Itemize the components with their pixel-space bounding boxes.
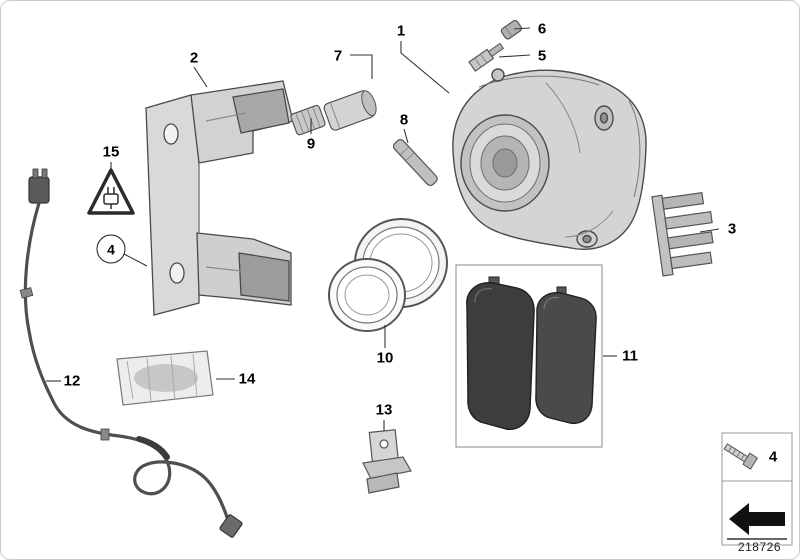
callout-4-circled[interactable]: 4 — [96, 234, 126, 264]
fastener-ref-box[interactable] — [721, 432, 793, 482]
warning-triangle-icon — [87, 168, 135, 215]
part-brake-caliper[interactable] — [452, 68, 647, 250]
direction-arrow-icon — [729, 503, 785, 535]
callout-14[interactable]: 14 — [238, 370, 256, 388]
callout-7[interactable]: 7 — [333, 47, 343, 65]
callout-4-label: 4 — [107, 241, 115, 257]
callout-9[interactable]: 9 — [306, 135, 316, 153]
part-guide-bushings[interactable] — [290, 86, 379, 143]
part-brake-pads[interactable] — [455, 264, 603, 448]
direction-arrow-box — [721, 480, 793, 546]
part-bleeder-valve[interactable] — [468, 41, 505, 72]
callout-6[interactable]: 6 — [537, 20, 547, 38]
callout-10[interactable]: 10 — [376, 349, 394, 367]
part-guide-pin[interactable] — [392, 138, 439, 187]
diagram-number: 218726 — [737, 540, 781, 554]
callout-5[interactable]: 5 — [537, 47, 547, 65]
part-wear-sensor-cable[interactable] — [19, 168, 243, 538]
fastener-box-callout-4[interactable]: 4 — [768, 448, 778, 466]
callout-13[interactable]: 13 — [375, 401, 393, 419]
callout-12[interactable]: 12 — [63, 372, 81, 390]
callout-15[interactable]: 15 — [102, 143, 120, 161]
callout-2[interactable]: 2 — [189, 49, 199, 67]
callout-1[interactable]: 1 — [396, 22, 406, 40]
screw-icon — [723, 443, 759, 470]
part-retaining-spring[interactable] — [651, 189, 719, 277]
part-seal-ring-set[interactable] — [328, 218, 448, 332]
callout-3[interactable]: 3 — [727, 220, 737, 238]
callout-8[interactable]: 8 — [399, 111, 409, 129]
callout-11[interactable]: 11 — [622, 347, 638, 365]
part-holder-bracket[interactable] — [362, 429, 412, 494]
leader-lines — [46, 27, 720, 431]
part-bleeder-cap[interactable] — [500, 19, 523, 40]
part-carrier-bracket[interactable] — [145, 80, 294, 316]
part-grease-packet[interactable] — [116, 350, 214, 406]
